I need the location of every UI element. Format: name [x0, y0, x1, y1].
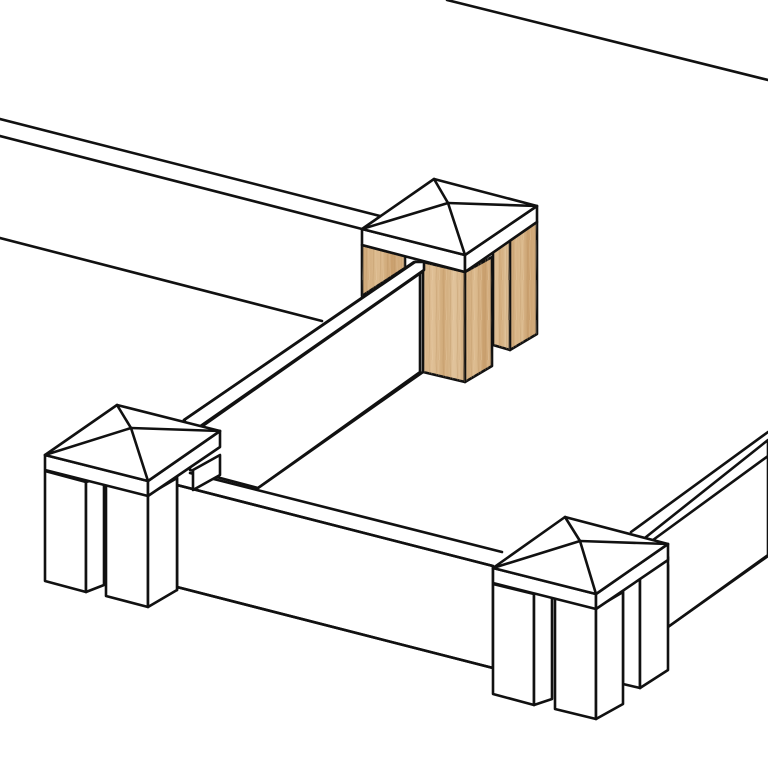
- right-corner-post: [491, 515, 670, 721]
- back-wall-far: [445, 0, 768, 82]
- back-corner-post: [360, 177, 539, 384]
- left-back-wall: [0, 117, 382, 323]
- left-corner-post: [43, 403, 222, 609]
- front-wall: [175, 471, 504, 670]
